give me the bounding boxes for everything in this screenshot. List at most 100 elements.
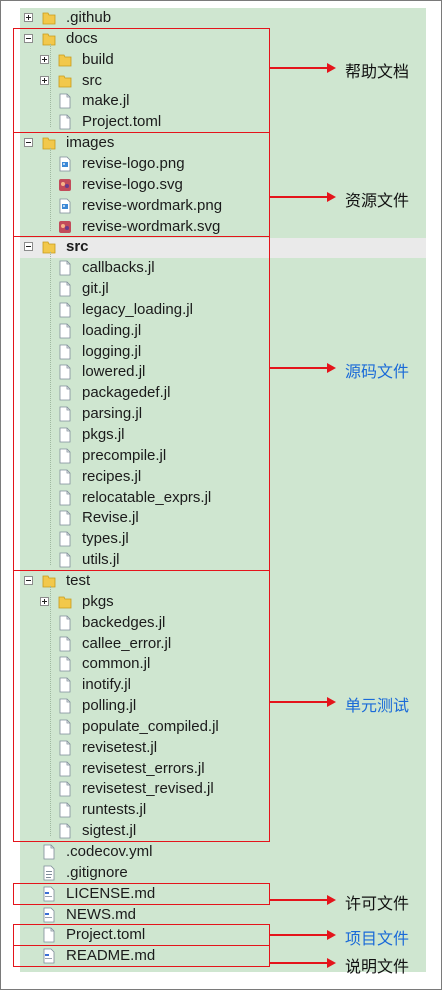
- tree-item-label: images: [66, 134, 115, 152]
- arrow-icon: [270, 363, 336, 374]
- folder-icon: [58, 594, 72, 610]
- annotation-label: 项目文件: [345, 931, 410, 949]
- file-loading-jl[interactable]: loading.jl: [0, 321, 426, 341]
- folder-icon: [58, 73, 72, 89]
- tree-item-label: packagedef.jl: [82, 384, 171, 402]
- file-gitignore[interactable]: .gitignore: [0, 863, 426, 883]
- file-inotify-jl[interactable]: inotify.jl: [0, 675, 426, 695]
- file-revise-jl[interactable]: Revise.jl: [0, 508, 426, 528]
- svg-file-icon: [58, 177, 72, 193]
- file-icon: [42, 844, 56, 860]
- file-logging-jl[interactable]: logging.jl: [0, 342, 426, 362]
- file-polling-jl[interactable]: polling.jl: [0, 696, 426, 716]
- file-revise-wordmark-svg[interactable]: revise-wordmark.svg: [0, 217, 426, 237]
- collapse-icon[interactable]: [24, 138, 33, 148]
- file-icon: [58, 364, 72, 380]
- arrow-icon: [270, 957, 336, 968]
- file-backedges-jl[interactable]: backedges.jl: [0, 613, 426, 633]
- file-populate-compiled-jl[interactable]: populate_compiled.jl: [0, 717, 426, 737]
- file-callbacks-jl[interactable]: callbacks.jl: [0, 258, 426, 278]
- file-icon: [58, 698, 72, 714]
- file-icon: [58, 802, 72, 818]
- file-license-md[interactable]: LICENSE.md: [0, 884, 426, 904]
- tree-item-label: recipes.jl: [82, 467, 142, 485]
- file-readme-md[interactable]: README.md: [0, 946, 426, 966]
- arrow-icon: [270, 63, 336, 74]
- file-recipes-jl[interactable]: recipes.jl: [0, 467, 426, 487]
- file-legacy-loading-jl[interactable]: legacy_loading.jl: [0, 300, 426, 320]
- tree-item-label: Revise.jl: [82, 509, 139, 527]
- markdown-file-icon: [42, 886, 56, 902]
- file-revisetest-errors-jl[interactable]: revisetest_errors.jl: [0, 759, 426, 779]
- file-revisetest-revised-jl[interactable]: revisetest_revised.jl: [0, 779, 426, 799]
- file-icon: [58, 510, 72, 526]
- file-revisetest-jl[interactable]: revisetest.jl: [0, 738, 426, 758]
- tree-item-label: parsing.jl: [82, 405, 143, 423]
- highlight-box: [13, 569, 270, 843]
- folder-icon: [42, 239, 56, 255]
- folder-test[interactable]: test: [0, 571, 426, 591]
- file-callee-error-jl[interactable]: callee_error.jl: [0, 634, 426, 654]
- file-icon: [58, 385, 72, 401]
- folder-images[interactable]: images: [0, 133, 426, 153]
- tree-item-label: polling.jl: [82, 697, 137, 715]
- file-project-toml[interactable]: Project.toml: [0, 925, 426, 945]
- folder-build[interactable]: build: [0, 50, 426, 70]
- file-icon: [58, 761, 72, 777]
- tree-guide-line: [50, 43, 51, 128]
- folder-icon: [42, 31, 56, 47]
- file-relocatable-exprs-jl[interactable]: relocatable_exprs.jl: [0, 488, 426, 508]
- file-project-toml[interactable]: Project.toml: [0, 112, 426, 132]
- folder-src[interactable]: src: [0, 237, 426, 257]
- file-revise-logo-svg[interactable]: revise-logo.svg: [0, 175, 426, 195]
- expand-icon[interactable]: [40, 75, 49, 85]
- file-icon: [58, 823, 72, 839]
- folder-pkgs[interactable]: pkgs: [0, 592, 426, 612]
- file-lowered-jl[interactable]: lowered.jl: [0, 362, 426, 382]
- file-runtests-jl[interactable]: runtests.jl: [0, 800, 426, 820]
- tree-item-label: Project.toml: [82, 113, 162, 131]
- tree-item-label: revisetest_revised.jl: [82, 780, 214, 798]
- file-packagedef-jl[interactable]: packagedef.jl: [0, 383, 426, 403]
- file-news-md[interactable]: NEWS.md: [0, 905, 426, 925]
- highlight-box: [13, 882, 270, 905]
- collapse-icon[interactable]: [24, 33, 33, 43]
- expand-icon[interactable]: [24, 13, 33, 22]
- collapse-icon[interactable]: [24, 242, 33, 252]
- file-common-jl[interactable]: common.jl: [0, 654, 426, 674]
- markdown-file-icon: [42, 948, 56, 964]
- expand-icon[interactable]: [40, 596, 49, 606]
- markdown-file-icon: [42, 907, 56, 923]
- file-icon: [58, 469, 72, 485]
- file-revise-logo-png[interactable]: revise-logo.png: [0, 154, 426, 174]
- file-precompile-jl[interactable]: precompile.jl: [0, 446, 426, 466]
- tree-item-label: callbacks.jl: [82, 259, 155, 277]
- file-icon: [58, 552, 72, 568]
- file-parsing-jl[interactable]: parsing.jl: [0, 404, 426, 424]
- file-codecov-yml[interactable]: .codecov.yml: [0, 842, 426, 862]
- file-make-jl[interactable]: make.jl: [0, 91, 426, 111]
- expand-icon[interactable]: [40, 54, 49, 64]
- file-git-jl[interactable]: git.jl: [0, 279, 426, 299]
- file-pkgs-jl[interactable]: pkgs.jl: [0, 425, 426, 445]
- folder-github[interactable]: .github: [0, 8, 426, 28]
- collapse-icon[interactable]: [24, 575, 33, 585]
- file-icon: [58, 656, 72, 672]
- file-utils-jl[interactable]: utils.jl: [0, 550, 426, 570]
- annotation-label: 许可文件: [345, 895, 410, 913]
- arrow-icon: [270, 930, 336, 941]
- tree-item-label: loading.jl: [82, 321, 142, 339]
- annotation-label: 源码文件: [345, 364, 410, 382]
- tree-item-label: relocatable_exprs.jl: [82, 488, 212, 506]
- folder-docs[interactable]: docs: [0, 29, 426, 49]
- highlight-box: [13, 132, 270, 238]
- file-types-jl[interactable]: types.jl: [0, 529, 426, 549]
- tree-guide-line: [50, 585, 51, 837]
- highlight-box: [13, 236, 270, 572]
- folder-src[interactable]: src: [0, 71, 426, 91]
- folder-icon: [42, 573, 56, 589]
- tree-item-label: revisetest.jl: [82, 738, 158, 756]
- image-file-icon: [58, 198, 72, 214]
- file-revise-wordmark-png[interactable]: revise-wordmark.png: [0, 196, 426, 216]
- file-sigtest-jl[interactable]: sigtest.jl: [0, 821, 426, 841]
